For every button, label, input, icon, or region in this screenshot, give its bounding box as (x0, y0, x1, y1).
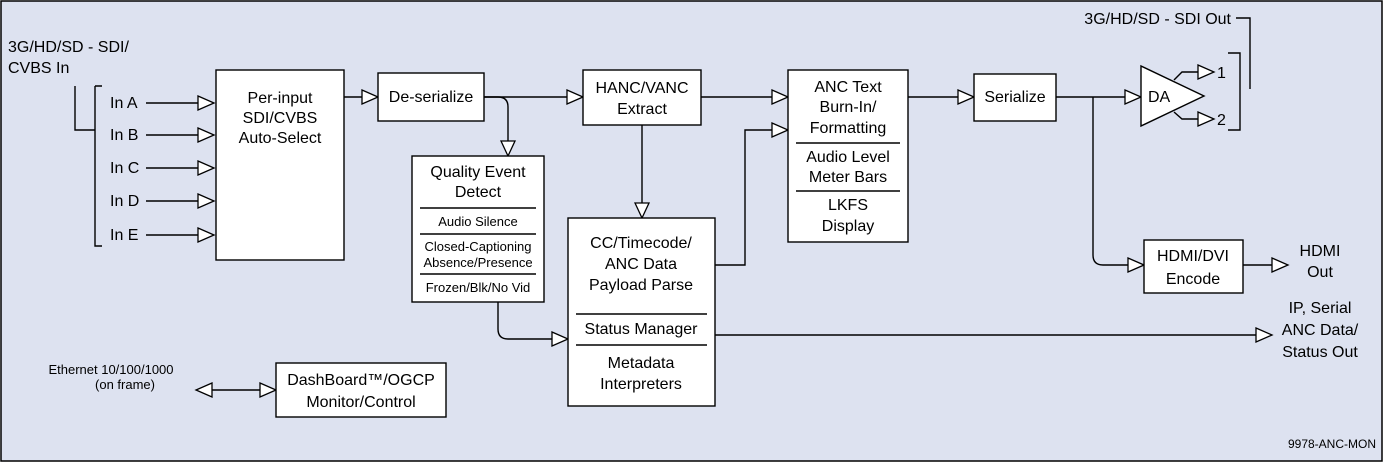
auto-select-block (215, 69, 345, 261)
quality-item-frozen: Frozen/Blk/No Vid (426, 280, 531, 295)
link-quality-status (497, 302, 552, 340)
ethernet-line2: (on frame) (95, 377, 155, 392)
arrow-burnin-1 (771, 89, 790, 105)
input-d-label: In D (110, 193, 139, 210)
link-da-out-1 (1173, 71, 1198, 81)
arrow-da-out-1 (1197, 64, 1216, 80)
quality-title-line2: Detect (455, 184, 502, 201)
input-label-line2: CVBS In (8, 60, 69, 77)
dashboard-line1: DashBoard™/OGCP (287, 372, 435, 389)
payload-parse-line1: CC/Timecode/ (590, 235, 692, 252)
quality-title-line1: Quality Event (430, 164, 526, 181)
input-list: In A In B In C In D In E (110, 95, 139, 244)
link-da-out-2 (1173, 111, 1198, 120)
hdmi-encode-line2: Encode (1166, 271, 1220, 288)
arrow-ethernet-right (259, 382, 278, 398)
da-amplifier (1140, 64, 1206, 128)
arrow-status (551, 331, 570, 347)
quality-item-cc-line1: Closed-Captioning (425, 239, 532, 254)
ip-out-line3: Status Out (1282, 344, 1358, 361)
arrow-da (1124, 89, 1143, 105)
ip-out-line2: ANC Data/ (1282, 322, 1359, 339)
arrow-serialize (957, 89, 976, 105)
link-deser-quality (484, 96, 509, 141)
sdi-out-label: 3G/HD/SD - SDI Out (1084, 11, 1231, 28)
arrow-parse (633, 202, 651, 220)
arrow-da-out-2 (1197, 111, 1216, 127)
serialize-label: Serialize (984, 89, 1045, 106)
auto-select-line3: Auto-Select (239, 130, 322, 147)
audio-meter-line1: Audio Level (806, 149, 890, 166)
input-c-label: In C (110, 160, 139, 177)
input-e-label: In E (110, 227, 138, 244)
quality-item-cc-line2: Absence/Presence (423, 255, 532, 270)
burn-in-block (787, 69, 909, 243)
dashboard-line2: Monitor/Control (306, 394, 415, 411)
hanc-vanc-line1: HANC/VANC (595, 80, 688, 97)
input-label-line1: 3G/HD/SD - SDI/ (8, 39, 129, 56)
arrow-hdmi (1127, 257, 1146, 273)
audio-meter-line2: Meter Bars (809, 169, 887, 186)
arrow-hanc (566, 89, 585, 105)
da-label: DA (1148, 89, 1171, 106)
hanc-vanc-line2: Extract (617, 101, 667, 118)
burn-in-line2: Burn-In/ (820, 99, 877, 116)
hdmi-out-line1: HDMI (1300, 243, 1341, 260)
input-a-label: In A (110, 95, 138, 112)
hdmi-out-line2: Out (1307, 264, 1333, 281)
hanc-vanc-block (582, 69, 702, 126)
dashboard-block (275, 362, 447, 418)
metadata-line2: Interpreters (600, 376, 682, 393)
burn-in-line1: ANC Text (814, 79, 882, 96)
sdi-out-bracket (1228, 17, 1251, 131)
deserialize-block (377, 72, 485, 122)
input-b-label: In B (110, 127, 138, 144)
ethernet-line1: Ethernet 10/100/1000 (48, 362, 173, 377)
payload-parse-line2: ANC Data (605, 256, 677, 273)
burn-in-line3: Formatting (810, 120, 886, 137)
hdmi-encode-line1: HDMI/DVI (1157, 248, 1229, 265)
arrow-burnin-2 (771, 122, 790, 138)
hdmi-encode-block (1143, 239, 1244, 294)
lkfs-line2: Display (822, 218, 874, 235)
status-manager-label: Status Manager (585, 321, 699, 338)
input-bracket (74, 85, 102, 247)
ip-out-line1: IP, Serial (1289, 300, 1352, 317)
da-out-2-label: 2 (1217, 112, 1226, 129)
arrow-quality (499, 140, 517, 158)
payload-parse-line3: Payload Parse (589, 277, 693, 294)
arrow-deserialize (361, 89, 380, 105)
input-arrows (146, 95, 216, 243)
metadata-line1: Metadata (608, 355, 675, 372)
link-parse-burnin (715, 129, 772, 266)
arrow-ip-out (1255, 327, 1274, 343)
serialize-block (973, 73, 1057, 122)
figure-id: 9978-ANC-MON (1288, 437, 1376, 451)
quality-item-audio-silence: Audio Silence (438, 214, 518, 229)
arrow-hdmi-out (1271, 257, 1290, 273)
payload-parse-block (567, 217, 716, 407)
arrow-ethernet-left (194, 382, 213, 398)
auto-select-line2: SDI/CVBS (243, 110, 318, 127)
link-serialize-hdmi (1092, 97, 1128, 266)
deserialize-label: De-serialize (389, 89, 474, 106)
lkfs-line1: LKFS (828, 197, 868, 214)
quality-detect-block (411, 155, 545, 303)
auto-select-line1: Per-input (248, 90, 313, 107)
da-out-1-label: 1 (1217, 65, 1226, 82)
